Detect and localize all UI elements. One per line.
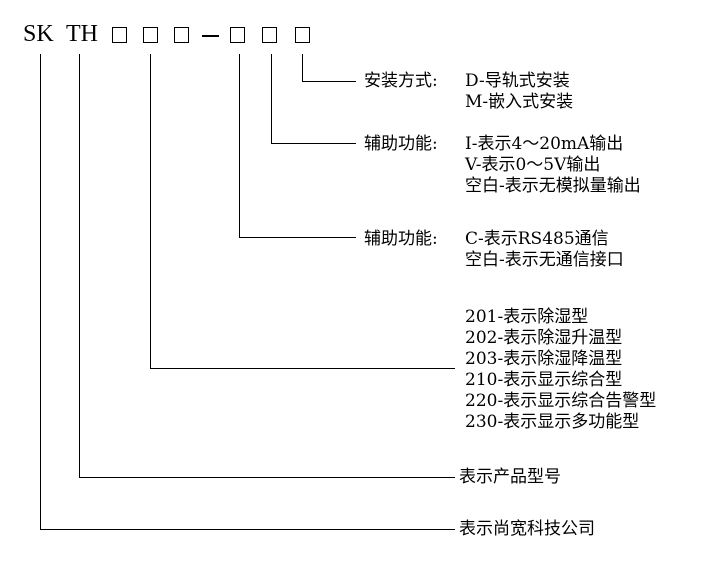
connector-comm-vertical (239, 54, 240, 238)
group-analog-item-3: 空白-表示无模拟量输出 (465, 176, 641, 196)
code-slot-1 (112, 27, 127, 43)
connector-type-vertical (150, 54, 151, 369)
code-slot-2 (143, 27, 158, 43)
connector-install-horizontal (302, 81, 356, 82)
code-slot-3 (174, 27, 189, 43)
code-slot-4 (230, 27, 245, 43)
code-separator-dash (202, 35, 219, 37)
group-install-item-2: M-嵌入式安装 (465, 92, 574, 112)
group-type-item-4: 210-表示显示综合型 (465, 370, 623, 390)
group-comm-title: 辅助功能: (364, 229, 438, 249)
group-company-label: 表示尚宽科技公司 (459, 519, 595, 539)
group-product-model-label: 表示产品型号 (459, 467, 561, 487)
group-install-item-1: D-导轨式安装 (465, 71, 570, 91)
connector-comm-horizontal (239, 237, 356, 238)
connector-analog-horizontal (271, 143, 356, 144)
code-slot-5 (262, 27, 277, 43)
connector-analog-vertical (271, 54, 272, 144)
group-type-item-6: 230-表示显示多功能型 (465, 412, 640, 432)
group-type-item-2: 202-表示除湿升温型 (465, 328, 623, 348)
group-type-item-5: 220-表示显示综合告警型 (465, 391, 657, 411)
code-slot-6 (295, 27, 310, 43)
connector-th-vertical (79, 54, 80, 478)
connector-install-vertical (302, 54, 303, 82)
group-analog-item-2: V-表示0～5V输出 (465, 155, 601, 175)
code-prefix-sk: SK (23, 21, 54, 47)
connector-type-horizontal (150, 368, 455, 369)
group-analog-title: 辅助功能: (364, 134, 438, 154)
connector-sk-horizontal (40, 529, 455, 530)
group-install-title: 安装方式: (364, 71, 438, 91)
group-comm-item-2: 空白-表示无通信接口 (465, 250, 624, 270)
group-type-item-1: 201-表示除湿型 (465, 307, 589, 327)
connector-th-horizontal (79, 477, 455, 478)
code-prefix-th: TH (66, 21, 98, 47)
group-analog-item-1: I-表示4～20mA输出 (465, 134, 624, 154)
group-comm-item-1: C-表示RS485通信 (465, 229, 609, 249)
group-type-item-3: 203-表示除湿降温型 (465, 349, 623, 369)
connector-sk-vertical (40, 54, 41, 530)
